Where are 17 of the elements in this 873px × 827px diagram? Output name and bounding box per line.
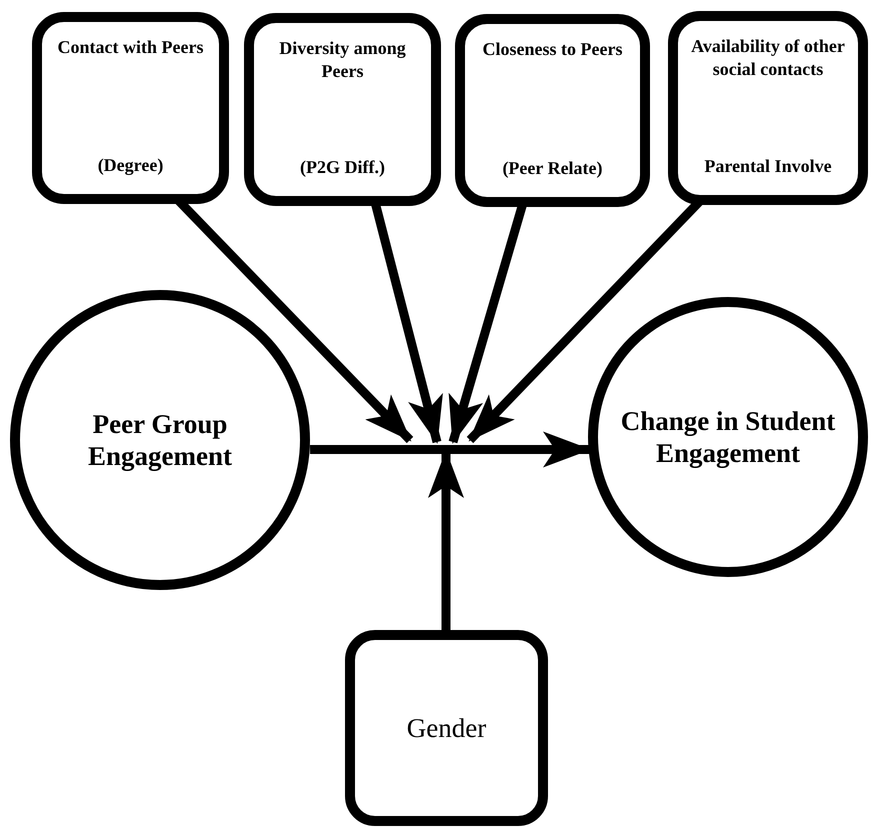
node-label: Closeness to Peers: [482, 38, 622, 60]
variable-box: [32, 12, 229, 204]
node-label: (Peer Relate): [502, 156, 603, 179]
node-label: (Degree): [98, 154, 164, 176]
variable-box: [345, 630, 548, 826]
variable-box: [244, 13, 441, 206]
arrow: [310, 432, 591, 468]
node-label: (P2G Diff.): [300, 156, 385, 178]
node-label: Change in Student Engagement: [620, 404, 836, 470]
node-label: Gender: [406, 712, 486, 744]
variable-box: [668, 11, 868, 205]
node-label: Parental Involve: [704, 154, 832, 177]
node-label: Peer Group Engagement: [87, 408, 233, 472]
node-label: Diversity among Peers: [278, 37, 407, 82]
node-label: Contact with Peers: [58, 36, 204, 58]
node-label: Availability of other social contacts: [690, 35, 846, 80]
variable-box: [455, 14, 650, 207]
